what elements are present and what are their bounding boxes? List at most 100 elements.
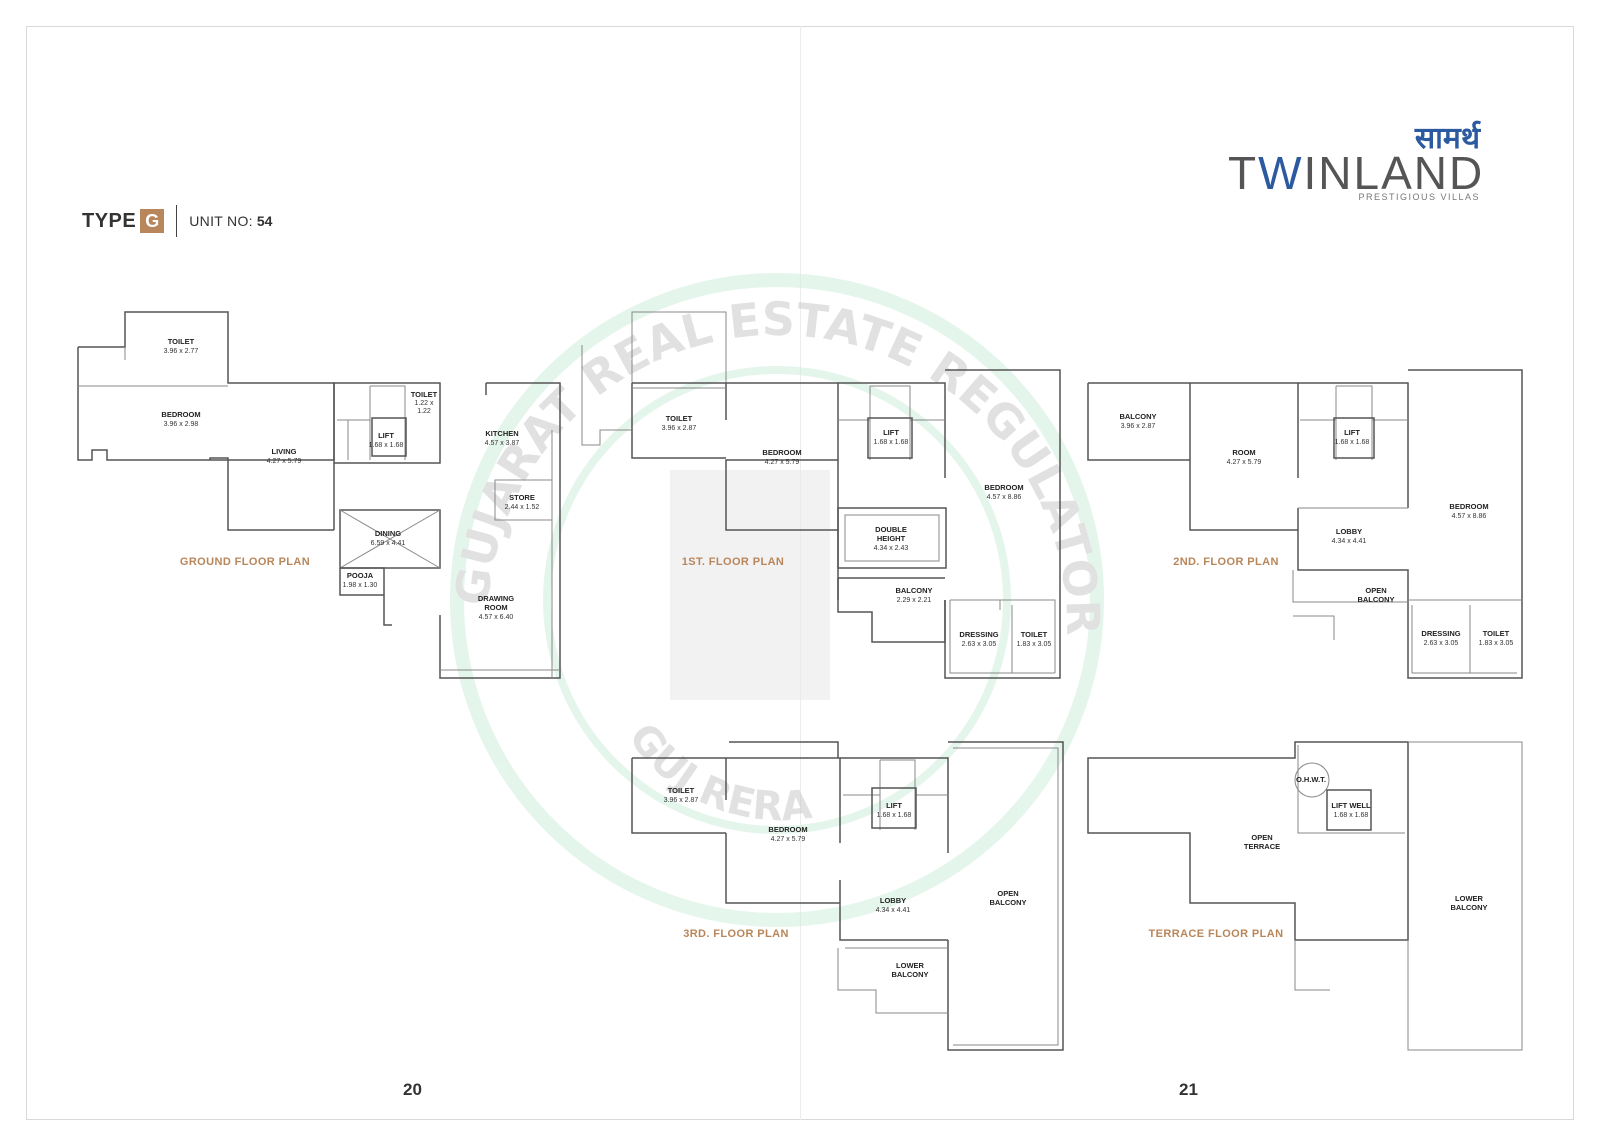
- third-bedroom-dim: 4.27 x 5.79: [771, 836, 806, 843]
- second-toilet-label: TOILET: [1483, 629, 1510, 638]
- ground-dining-label: DINING: [375, 529, 401, 538]
- ground-drawing-dim: 4.57 x 6.40: [479, 614, 514, 621]
- ground-kitchen-dim: 4.57 x 3.87: [485, 440, 520, 447]
- ground-toilet-dim: 3.96 x 2.77: [164, 348, 199, 355]
- ground-lift-dim: 1.68 x 1.68: [369, 442, 404, 449]
- ground-lift-label: LIFT: [378, 431, 394, 440]
- logo-hindi-text: सामर्थ: [1414, 121, 1480, 156]
- third-open-balcony-label-2: BALCONY: [989, 898, 1026, 907]
- first-dressing-label: DRESSING: [959, 630, 998, 639]
- first-balcony-dim: 2.29 x 2.21: [897, 597, 932, 604]
- first-double-label-1: DOUBLE: [875, 525, 907, 534]
- second-balcony-dim: 3.96 x 2.87: [1121, 423, 1156, 430]
- second-bedroom-dim: 4.57 x 8.86: [1452, 513, 1487, 520]
- second-dressing-label: DRESSING: [1421, 629, 1460, 638]
- terrace-lower-balcony-label-1: LOWER: [1455, 894, 1483, 903]
- ground-store-label: STORE: [509, 493, 535, 502]
- ground-store-dim: 2.44 x 1.52: [505, 504, 540, 511]
- ground-toilet-label: TOILET: [168, 337, 195, 346]
- ground-pooja-dim: 1.98 x 1.30: [343, 582, 378, 589]
- unit-label: UNIT NO:: [189, 213, 253, 229]
- logo-w-letter: W: [1258, 147, 1304, 199]
- second-room-label: ROOM: [1232, 448, 1255, 457]
- second-open-balcony-label-1: OPEN: [1365, 586, 1386, 595]
- terrace-floor-title: TERRACE FLOOR PLAN: [1149, 928, 1284, 940]
- terrace-ohwt-label: O.H.W.T.: [1296, 775, 1326, 784]
- third-lower-balcony-label-2: BALCONY: [891, 970, 928, 979]
- ground-toilet2-dim2: 1.22: [417, 408, 431, 415]
- second-lift-label: LIFT: [1344, 428, 1360, 437]
- second-room-dim: 4.27 x 5.79: [1227, 459, 1262, 466]
- third-open-balcony-label-1: OPEN: [997, 889, 1018, 898]
- second-lobby-dim: 4.34 x 4.41: [1332, 538, 1367, 545]
- terrace-lower-balcony-label-2: BALCONY: [1450, 903, 1487, 912]
- type-letter-badge: G: [140, 209, 165, 233]
- logo-wordmark: TWINLAND: [1228, 146, 1484, 200]
- ground-living-label: LIVING: [271, 447, 296, 456]
- third-lift-label: LIFT: [886, 801, 902, 810]
- ground-kitchen-label: KITCHEN: [485, 429, 518, 438]
- type-label: TYPE: [82, 209, 137, 232]
- first-floor-title: 1ST. FLOOR PLAN: [682, 556, 785, 568]
- second-open-balcony-label-2: BALCONY: [1357, 595, 1394, 604]
- third-lobby-dim: 4.34 x 4.41: [876, 907, 911, 914]
- ground-drawing-label-2: ROOM: [484, 603, 507, 612]
- logo-prefix: T: [1228, 147, 1259, 199]
- third-toilet-dim: 3.96 x 2.87: [664, 797, 699, 804]
- terrace-open-label-2: TERRACE: [1244, 842, 1280, 851]
- third-bedroom-label: BEDROOM: [768, 825, 807, 834]
- terrace-open-label-1: OPEN: [1251, 833, 1272, 842]
- second-floor-title: 2ND. FLOOR PLAN: [1173, 556, 1279, 568]
- ground-floor-plan: TOILET 3.96 x 2.77 BEDROOM 3.96 x 2.98 L…: [77, 311, 561, 679]
- ground-dining-dim: 6.59 x 4.41: [371, 540, 406, 547]
- terrace-floor-plan: O.H.W.T. LIFT WELL 1.68 x 1.68 OPEN TERR…: [1087, 741, 1523, 1051]
- first-bedroom-dim: 4.27 x 5.79: [765, 459, 800, 466]
- logo-tagline: PRESTIGIOUS VILLAS: [1358, 192, 1480, 202]
- second-lobby-label: LOBBY: [1336, 527, 1362, 536]
- ground-drawing-label-1: DRAWING: [478, 594, 514, 603]
- first-toilet2-label: TOILET: [1021, 630, 1048, 639]
- ground-toilet2-dim1: 1.22 x: [414, 400, 434, 407]
- ground-floor-title: GROUND FLOOR PLAN: [180, 556, 310, 568]
- first-bedroom2-dim: 4.57 x 8.86: [987, 494, 1022, 501]
- second-lift-dim: 1.68 x 1.68: [1335, 439, 1370, 446]
- third-toilet-label: TOILET: [668, 786, 695, 795]
- ground-toilet2-label: TOILET: [411, 390, 438, 399]
- ground-pooja-label: POOJA: [347, 571, 374, 580]
- twinland-logo: सामर्थ TWINLAND PRESTIGIOUS VILLAS: [1228, 116, 1490, 204]
- second-balcony-label: BALCONY: [1119, 412, 1156, 421]
- first-toilet2-dim: 1.83 x 3.05: [1017, 641, 1052, 648]
- third-lower-balcony-label-1: LOWER: [896, 961, 924, 970]
- unit-number: 54: [256, 213, 273, 229]
- first-bedroom2-label: BEDROOM: [984, 483, 1023, 492]
- ground-bedroom-label: BEDROOM: [161, 410, 200, 419]
- second-toilet-dim: 1.83 x 3.05: [1479, 640, 1514, 647]
- first-toilet-dim: 3.96 x 2.87: [662, 425, 697, 432]
- header-divider: [176, 205, 178, 237]
- first-dressing-dim: 2.63 x 3.05: [962, 641, 997, 648]
- first-double-dim: 4.34 x 2.43: [874, 545, 909, 552]
- second-bedroom-label: BEDROOM: [1449, 502, 1488, 511]
- first-floor-plan: TOILET 3.96 x 2.87 BEDROOM 4.27 x 5.79 L…: [581, 311, 1061, 679]
- terrace-lift-well-dim: 1.68 x 1.68: [1334, 812, 1369, 819]
- logo-suffix: INLAND: [1303, 147, 1485, 199]
- ground-living-dim: 4.27 x 5.79: [267, 458, 302, 465]
- third-lift-dim: 1.68 x 1.68: [877, 812, 912, 819]
- first-toilet-label: TOILET: [666, 414, 693, 423]
- second-dressing-dim: 2.63 x 3.05: [1424, 640, 1459, 647]
- watermark-bottom-text: GUJ RERA: [619, 715, 814, 831]
- page-number-right: 21: [1179, 1080, 1198, 1099]
- third-floor-title: 3RD. FLOOR PLAN: [683, 928, 789, 940]
- first-double-label-2: HEIGHT: [877, 534, 906, 543]
- third-floor-plan: TOILET 3.96 x 2.87 LIFT 1.68 x 1.68 BEDR…: [631, 741, 1064, 1051]
- third-lobby-label: LOBBY: [880, 896, 906, 905]
- ground-bedroom-dim: 3.96 x 2.98: [164, 421, 199, 428]
- first-lift-label: LIFT: [883, 428, 899, 437]
- first-lift-dim: 1.68 x 1.68: [874, 439, 909, 446]
- unit-type-header: TYPE G UNIT NO: 54: [82, 205, 272, 237]
- first-balcony-label: BALCONY: [895, 586, 932, 595]
- terrace-lift-well-label: LIFT WELL: [1331, 801, 1371, 810]
- second-floor-plan: BALCONY 3.96 x 2.87 ROOM 4.27 x 5.79 LIF…: [1087, 369, 1523, 679]
- page-number-left: 20: [403, 1080, 422, 1099]
